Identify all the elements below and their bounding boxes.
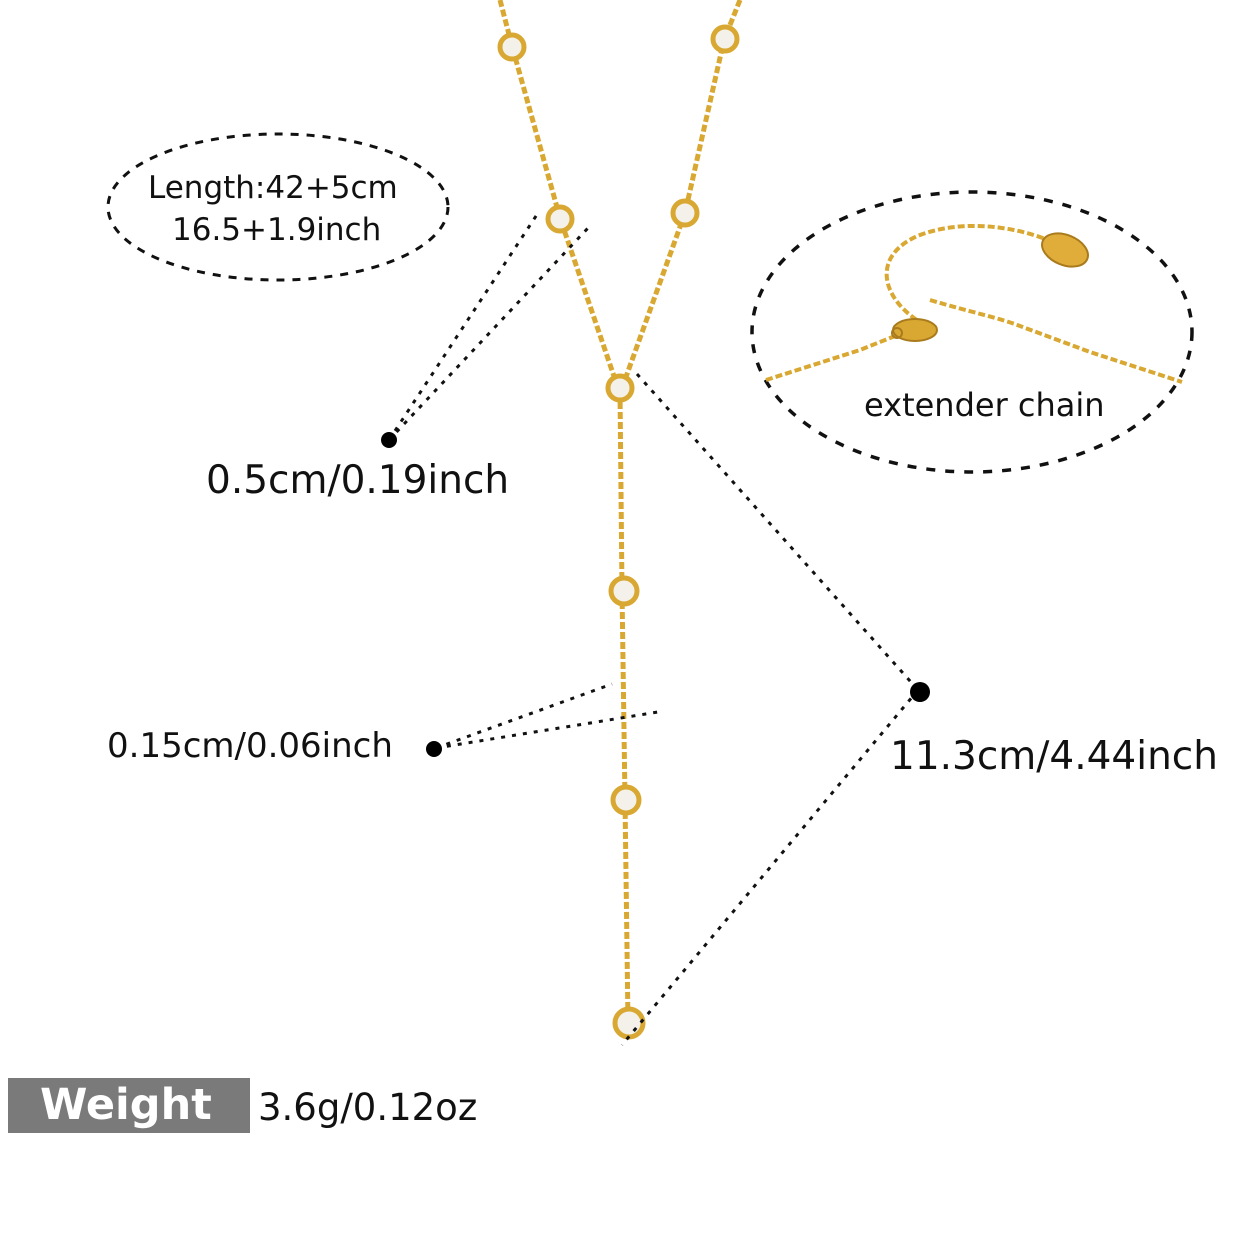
pendant-stone-icon — [497, 24, 740, 1040]
drop-length-label: 11.3cm/4.44inch — [890, 734, 1218, 779]
measurement-guides — [387, 212, 920, 1046]
extender-chain-label: extender chain — [864, 386, 1105, 424]
pendant-size-label: 0.5cm/0.19inch — [206, 458, 510, 503]
extender-tag-icon — [1041, 232, 1089, 268]
lobster-clasp-icon — [891, 318, 938, 342]
weight-tag: Weight — [8, 1078, 250, 1133]
measurement-dots — [381, 432, 930, 757]
necklace-chain-icon — [497, 0, 743, 1023]
extender-callout-ellipse — [750, 190, 1194, 474]
extender-chain-detail — [765, 223, 1183, 384]
chain-width-label: 0.15cm/0.06inch — [107, 726, 393, 766]
length-callout-ellipse — [106, 132, 450, 282]
length-cm-label: Length:42+5cm — [148, 170, 398, 206]
length-inch-label: 16.5+1.9inch — [172, 212, 382, 248]
weight-value: 3.6g/0.12oz — [258, 1086, 478, 1129]
